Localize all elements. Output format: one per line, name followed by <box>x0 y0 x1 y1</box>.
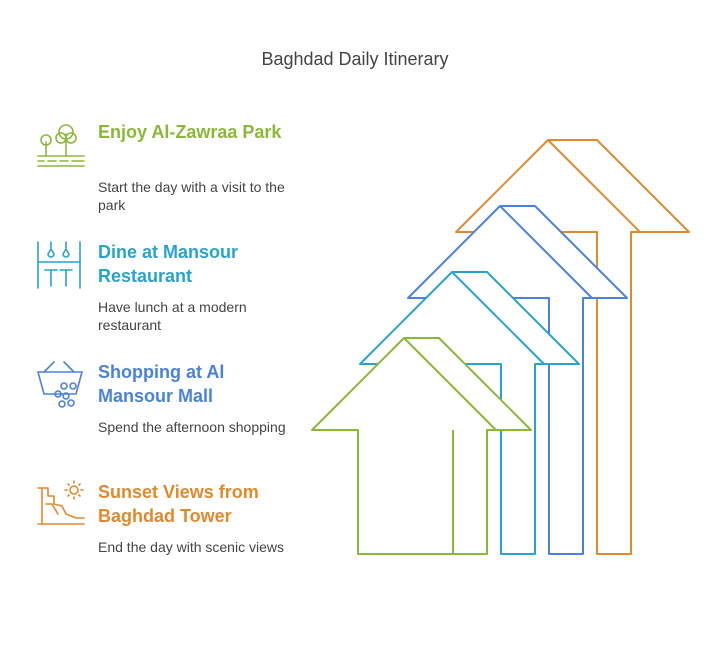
restaurant-table-icon <box>37 241 81 289</box>
step-description: Have lunch at a modern restaurant <box>98 299 247 333</box>
step-heading: Shopping at Al Mansour Mall <box>98 362 225 406</box>
step-description: Spend the afternoon shopping <box>98 419 286 435</box>
diagram-title: Baghdad Daily Itinerary <box>261 49 449 69</box>
step-heading: Sunset Views from Baghdad Tower <box>98 482 259 526</box>
ascending-arrows-graphic <box>311 139 690 555</box>
arrow-blue-edge <box>499 205 593 299</box>
arrow-green <box>311 337 532 555</box>
shopping-basket-icon <box>37 361 83 408</box>
arrow-cyan-edge <box>451 271 545 365</box>
arrow-green-edge <box>403 337 497 431</box>
step-heading: Enjoy Al-Zawraa Park <box>98 122 282 142</box>
step-heading: Dine at Mansour Restaurant <box>98 242 239 286</box>
sunset-cliff-icon <box>37 480 85 525</box>
step-description: Start the day with a visit to the park <box>98 179 285 213</box>
arrow-orange-edge <box>547 139 641 233</box>
park-trees-icon <box>37 124 85 167</box>
step-description: End the day with scenic views <box>98 539 284 555</box>
arrow-orange <box>455 139 690 555</box>
